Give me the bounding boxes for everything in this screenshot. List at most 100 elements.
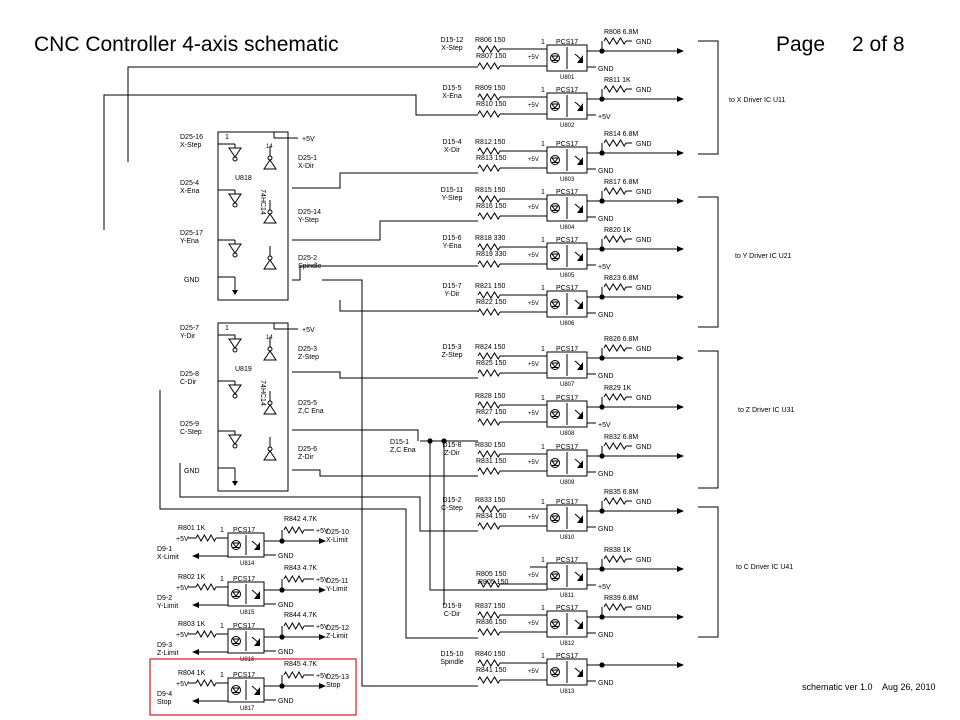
resistor-symbol [603, 187, 627, 195]
opto-part-label: PCS17 [233, 527, 255, 534]
lower-net-label: GND [598, 471, 614, 478]
optocoupler-symbol [546, 351, 588, 379]
resistor-label: R813 150 [476, 155, 506, 162]
resistor-label: R821 150 [475, 283, 505, 290]
gnd-label: GND [636, 87, 652, 94]
resistor-symbol [477, 260, 501, 268]
inverter-gate-icon [263, 255, 277, 270]
opto-input-signal: C-Dir [444, 611, 461, 618]
lower-net-label: +5V [598, 422, 611, 429]
pin-one-label: 1 [541, 87, 545, 94]
opto-input-signal: Y-Step [442, 195, 463, 202]
driver-bracket [698, 196, 719, 328]
gnd-label: GND [278, 649, 294, 656]
driver-bracket [698, 40, 719, 155]
plus5v-label: +5V [528, 411, 539, 417]
inverter-gate-icon [228, 338, 242, 353]
lower-net-label: GND [598, 66, 614, 73]
wire [292, 265, 478, 281]
output-arrow-icon [677, 662, 684, 668]
limit-pullup-label: R843 4.7K [284, 565, 317, 572]
buffer-output-connector: D25-6 [298, 446, 317, 453]
opto-input-connector: D15-6 [442, 235, 461, 242]
optocoupler-symbol [546, 290, 588, 318]
pin-one-label: 1 [541, 499, 545, 506]
optocoupler-symbol [227, 677, 265, 703]
buffer-input-connector: D25-17 [180, 230, 203, 237]
gnd-label: GND [636, 499, 652, 506]
resistor-symbol [603, 344, 627, 352]
gnd-label: GND [278, 698, 294, 705]
resistor-symbol [477, 467, 501, 475]
pin-one-label: 1 [541, 39, 545, 46]
output-arrow-icon [677, 96, 684, 102]
resistor-label: R809 150 [475, 85, 505, 92]
wire [292, 371, 478, 379]
buffer-input-signal: C-Step [180, 429, 202, 436]
opto-ref-label: U802 [560, 123, 575, 129]
resistor-symbol [477, 308, 501, 316]
resistor-symbol [477, 352, 501, 360]
wire [322, 279, 478, 687]
page-label: Page [776, 33, 826, 56]
optocoupler-symbol [546, 504, 588, 532]
resistor-symbol [195, 629, 217, 639]
opto-part-label: PCS17 [556, 141, 578, 148]
opto-input-signal: X-Ena [442, 93, 462, 100]
resistor-symbol [477, 628, 501, 636]
wire [127, 66, 478, 162]
resistor-label: R840 150 [475, 651, 505, 658]
plus5v-label: +5V [528, 157, 539, 163]
pin-one-label: 1 [220, 576, 224, 583]
shared-input-connector: D15-1 [390, 439, 409, 446]
buffer-output-connector: D25-2 [298, 255, 317, 262]
resistor-symbol [603, 497, 627, 505]
optocoupler-symbol [546, 194, 588, 222]
inverter-gate-icon [228, 193, 242, 208]
optocoupler-symbol [227, 628, 265, 654]
inverter-gate-icon [263, 346, 277, 361]
buffer-output-signal: Z,C Ena [298, 408, 324, 415]
lower-net-label: GND [598, 373, 614, 380]
opto-ref-label: U817 [240, 706, 255, 712]
pullup-resistor-label: R823 6.8M [604, 275, 638, 282]
plus5v-label: +5V [528, 205, 539, 211]
limit-pullup-label: R842 4.7K [284, 516, 317, 523]
gnd-label: GND [184, 277, 200, 284]
resistor-label: R825 150 [476, 360, 506, 367]
opto-ref-label: U805 [560, 273, 575, 279]
limit-input-resistor-label: R801 1K [178, 525, 206, 532]
limit-d9-connector: D9-4 [157, 691, 172, 698]
limit-d25-signal: Stop [326, 682, 341, 689]
resistor-symbol [603, 37, 627, 45]
resistor-symbol [477, 401, 501, 409]
lower-net-label: GND [598, 168, 614, 175]
resistor-symbol [195, 582, 217, 592]
opto-input-connector: D15-8 [442, 442, 461, 449]
gnd-label: GND [278, 553, 294, 560]
opto-input-connector: D15-10 [441, 651, 464, 658]
pullup-resistor-label: R820 1K [604, 227, 632, 234]
optocoupler-symbol [546, 562, 588, 590]
gnd-label: GND [636, 285, 652, 292]
resistor-symbol [477, 243, 501, 251]
wire [179, 463, 478, 532]
plus5v-label: +5V [528, 253, 539, 259]
limit-d25-signal: Y-Limit [326, 586, 347, 593]
pin-one-label: 1 [541, 141, 545, 148]
resistor-label: R836 150 [476, 619, 506, 626]
lower-net-label: GND [598, 680, 614, 687]
inverter-gate-icon [263, 155, 277, 170]
limit-d9-signal: X-Limit [157, 554, 179, 561]
resistor-label: R824 150 [475, 344, 505, 351]
gnd-label: GND [636, 444, 652, 451]
buffer-output-signal: X-Dir [298, 163, 315, 170]
lower-net-label: +5V [598, 584, 611, 591]
gnd-label: GND [636, 605, 652, 612]
resistor-label: R837 150 [475, 603, 505, 610]
wire [292, 172, 478, 189]
pullup-resistor-label: R832 6.8M [604, 434, 638, 441]
pin-one-label: 1 [220, 672, 224, 679]
wire [339, 300, 478, 312]
output-arrow-icon [677, 355, 684, 361]
